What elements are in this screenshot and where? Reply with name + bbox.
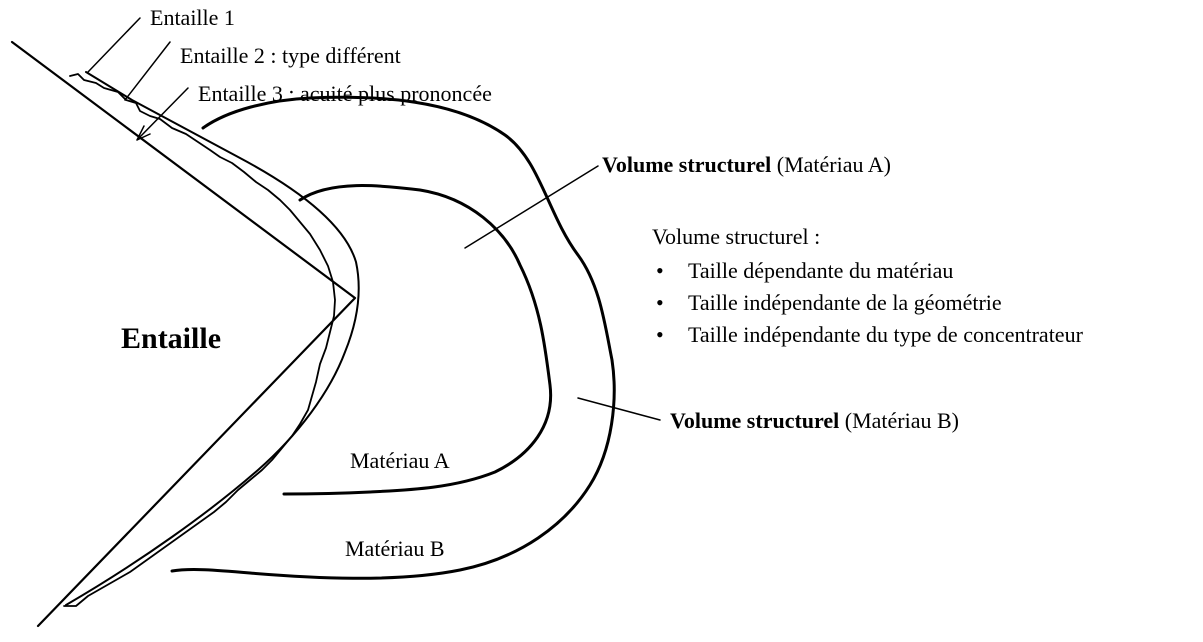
label-notch-3: Entaille 3 : acuité plus prononcée (198, 81, 492, 106)
label-volume-a: Volume structurel (Matériau A) (602, 152, 891, 177)
leader-volume-b (577, 397, 661, 421)
label-volume-a-suffix: (Matériau A) (771, 152, 891, 177)
notch-2-profile (65, 71, 360, 606)
leader-volume-a (464, 165, 599, 249)
bullet-icon: • (656, 258, 664, 283)
label-notch-1: Entaille 1 (150, 5, 235, 30)
label-material-b: Matériau B (345, 536, 445, 561)
label-volume-b: Volume structurel (Matériau B) (670, 408, 959, 433)
leader-notch-2 (124, 41, 171, 101)
properties-title: Volume structurel : (652, 224, 820, 249)
leader-notch-1 (87, 17, 141, 73)
label-notch-2: Entaille 2 : type différent (180, 43, 401, 68)
bullet-icon: • (656, 322, 664, 347)
property-item-geometry: Taille indépendante de la géométrie (688, 290, 1002, 315)
label-volume-a-bold: Volume structurel (602, 152, 771, 177)
volume-a-contour (282, 184, 553, 496)
leader-notch-3-arrow (136, 87, 189, 141)
property-item-material: Taille dépendante du matériau (688, 258, 953, 283)
label-volume-b-suffix: (Matériau B) (839, 408, 959, 433)
label-material-a: Matériau A (350, 448, 450, 473)
label-entaille: Entaille (121, 322, 221, 355)
volume-b-contour (170, 95, 616, 580)
notch-1-profile (10, 40, 357, 628)
bullet-icon: • (656, 290, 664, 315)
property-item-concentrator: Taille indépendante du type de concentra… (688, 322, 1084, 347)
label-volume-b-bold: Volume structurel (670, 408, 839, 433)
notch-3-profile (63, 73, 336, 607)
